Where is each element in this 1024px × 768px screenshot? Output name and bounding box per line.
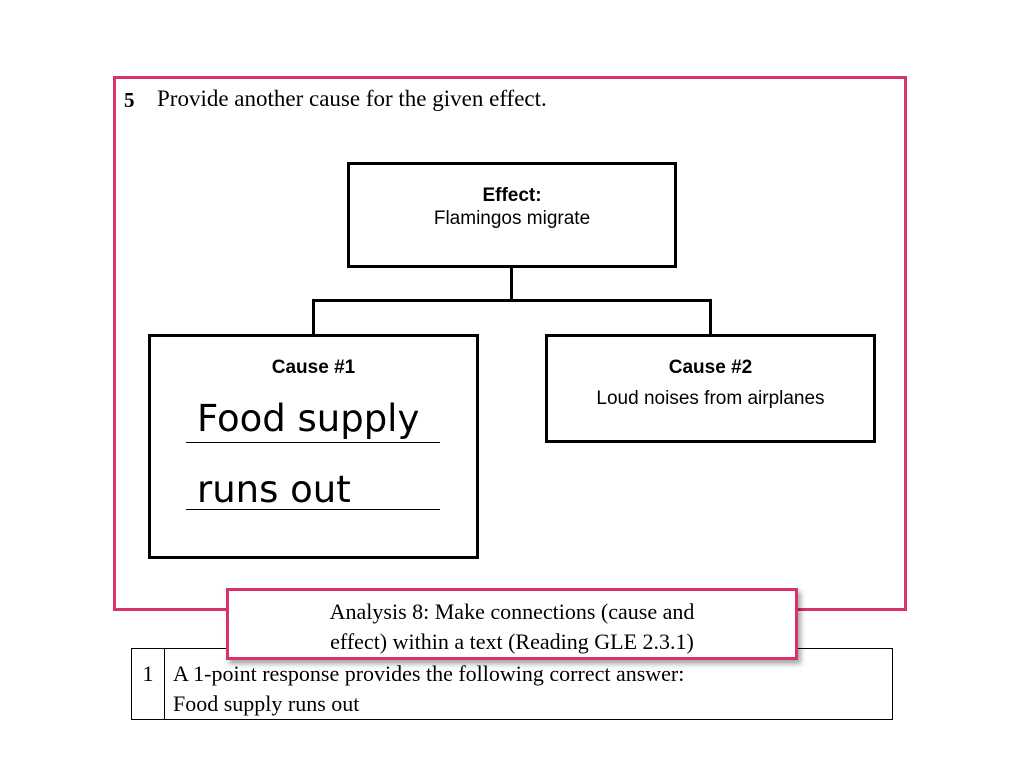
connector-vertical-effect xyxy=(510,268,513,301)
cause1-box: Cause #1 xyxy=(148,334,479,559)
analysis-line1: Analysis 8: Make connections (cause and xyxy=(329,599,695,624)
analysis-callout: Analysis 8: Make connections (cause and … xyxy=(226,588,798,660)
rubric-score: 1 xyxy=(131,648,165,720)
rubric-table: 1 A 1-point response provides the follow… xyxy=(131,648,893,720)
analysis-line2: effect) within a text (Reading GLE 2.3.1… xyxy=(330,629,694,654)
rubric-row: 1 A 1-point response provides the follow… xyxy=(131,648,893,720)
cause2-box: Cause #2 Loud noises from airplanes xyxy=(545,334,876,443)
effect-box: Effect: Flamingos migrate xyxy=(347,162,677,268)
cause2-text: Loud noises from airplanes xyxy=(596,388,825,409)
question-number: 5 xyxy=(124,88,135,112)
answer-line-1 xyxy=(186,442,440,443)
cause2-heading: Cause #2 xyxy=(668,357,753,378)
connector-vertical-cause1 xyxy=(312,299,315,335)
handwritten-answer-line1: Food supply xyxy=(197,397,420,440)
rubric-line2: Food supply runs out xyxy=(173,691,360,716)
effect-heading: Effect: xyxy=(482,185,542,206)
effect-text: Flamingos migrate xyxy=(433,208,591,229)
connector-horizontal xyxy=(312,299,712,302)
connector-vertical-cause2 xyxy=(709,299,712,335)
rubric-description: A 1-point response provides the followin… xyxy=(164,648,893,720)
rubric-line1: A 1-point response provides the followin… xyxy=(173,661,685,686)
cause1-heading: Cause #1 xyxy=(271,357,356,378)
question-prompt: Provide another cause for the given effe… xyxy=(157,86,547,111)
answer-line-2 xyxy=(186,509,440,510)
handwritten-answer-line2: runs out xyxy=(197,468,351,511)
